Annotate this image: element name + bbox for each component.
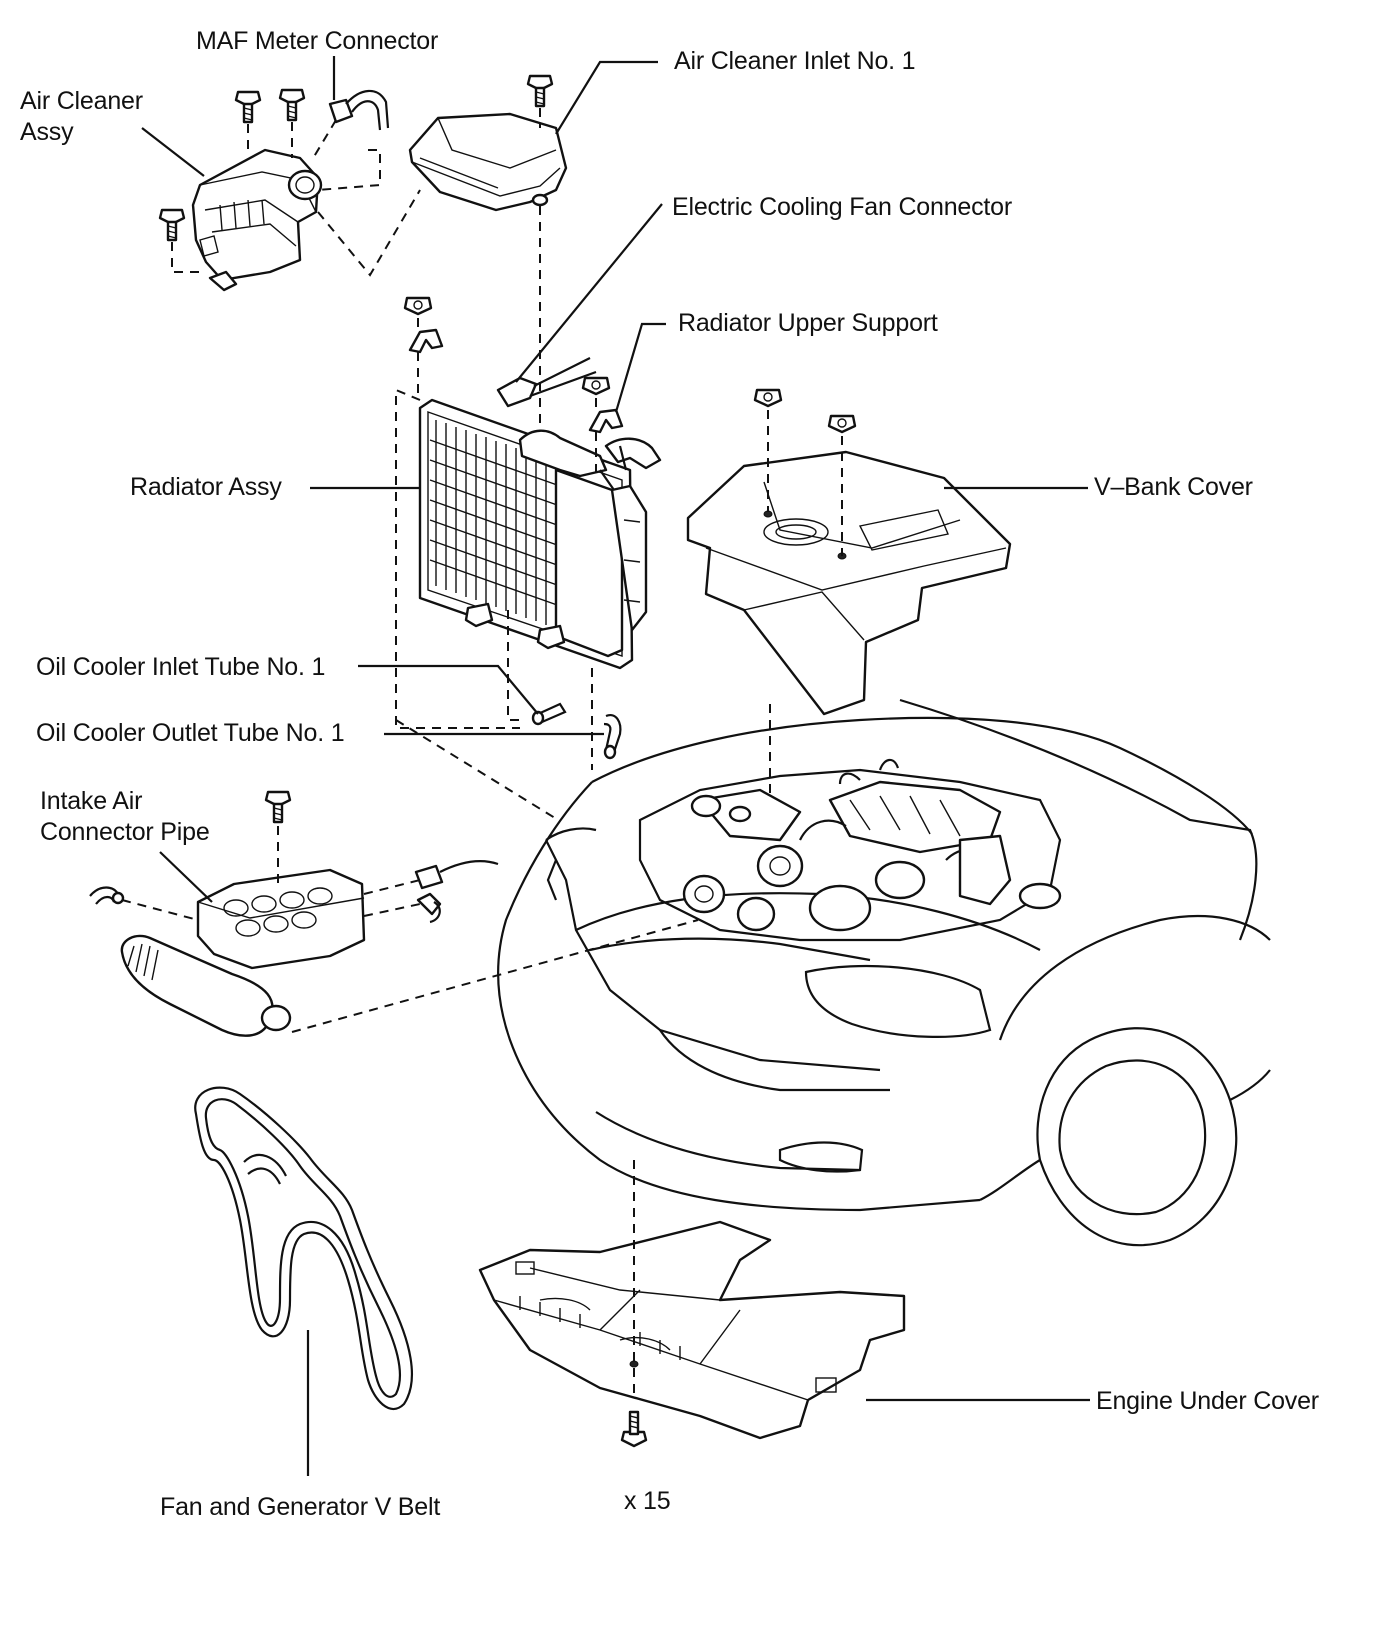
radiator-nut-right — [581, 376, 611, 396]
air-cleaner-inlet-part — [408, 112, 568, 212]
maf-connector-part — [328, 89, 390, 131]
leader-lines — [141, 56, 1090, 1476]
radiator-nut-left — [403, 296, 433, 316]
radiator-assy-part — [418, 398, 662, 670]
label-v-bank-cover: V–Bank Cover — [1094, 473, 1253, 501]
label-intake-air-connector-pipe-line1: Intake Air — [40, 787, 143, 815]
radiator-upper-support-left — [408, 328, 444, 354]
label-radiator-upper-support: Radiator Upper Support — [678, 309, 938, 337]
v-bank-cover-part — [686, 450, 1012, 716]
label-maf-meter-connector: MAF Meter Connector — [196, 27, 439, 55]
intake-air-connector-pipe-part — [89, 868, 366, 1037]
under-cover-bolt — [620, 1410, 648, 1448]
air-cleaner-assy-part — [191, 148, 323, 292]
v-belt-part — [194, 1086, 414, 1411]
engine-bay — [638, 758, 1062, 942]
intake-pipe-connectors — [414, 860, 499, 924]
radiator-core-grid — [429, 420, 561, 625]
pipe-chambers — [223, 887, 333, 937]
label-electric-cooling-fan-connector: Electric Cooling Fan Connector — [672, 193, 1012, 221]
car-body-outline — [497, 698, 1271, 1247]
label-bolt-quantity: x 15 — [624, 1487, 671, 1515]
oil-cooler-inlet-tube-part — [531, 702, 567, 726]
v-bank-nut-right — [827, 414, 857, 434]
v-bank-nut-left — [753, 388, 783, 408]
radiator-cushions — [464, 602, 566, 650]
label-air-cleaner-assy-line1: Air Cleaner — [20, 87, 143, 115]
inlet-bolt — [526, 74, 554, 108]
air-cleaner-bolts — [158, 88, 306, 242]
label-air-cleaner-assy-line2: Assy — [20, 118, 74, 146]
label-oil-cooler-outlet-tube-no1: Oil Cooler Outlet Tube No. 1 — [36, 719, 345, 747]
radiator-upper-support-right — [588, 408, 624, 434]
engine-under-cover-part — [478, 1220, 906, 1440]
label-radiator-assy: Radiator Assy — [130, 473, 282, 501]
intake-pipe-bolt — [264, 790, 292, 824]
label-fan-and-generator-v-belt: Fan and Generator V Belt — [160, 1493, 441, 1521]
label-intake-air-connector-pipe-line2: Connector Pipe — [40, 818, 210, 846]
oil-cooler-outlet-tube-part — [603, 714, 622, 760]
label-air-cleaner-inlet-no1: Air Cleaner Inlet No. 1 — [674, 47, 916, 75]
cooling-fan-connector-part — [496, 357, 597, 408]
label-oil-cooler-inlet-tube-no1: Oil Cooler Inlet Tube No. 1 — [36, 653, 326, 681]
label-engine-under-cover: Engine Under Cover — [1096, 1387, 1319, 1415]
